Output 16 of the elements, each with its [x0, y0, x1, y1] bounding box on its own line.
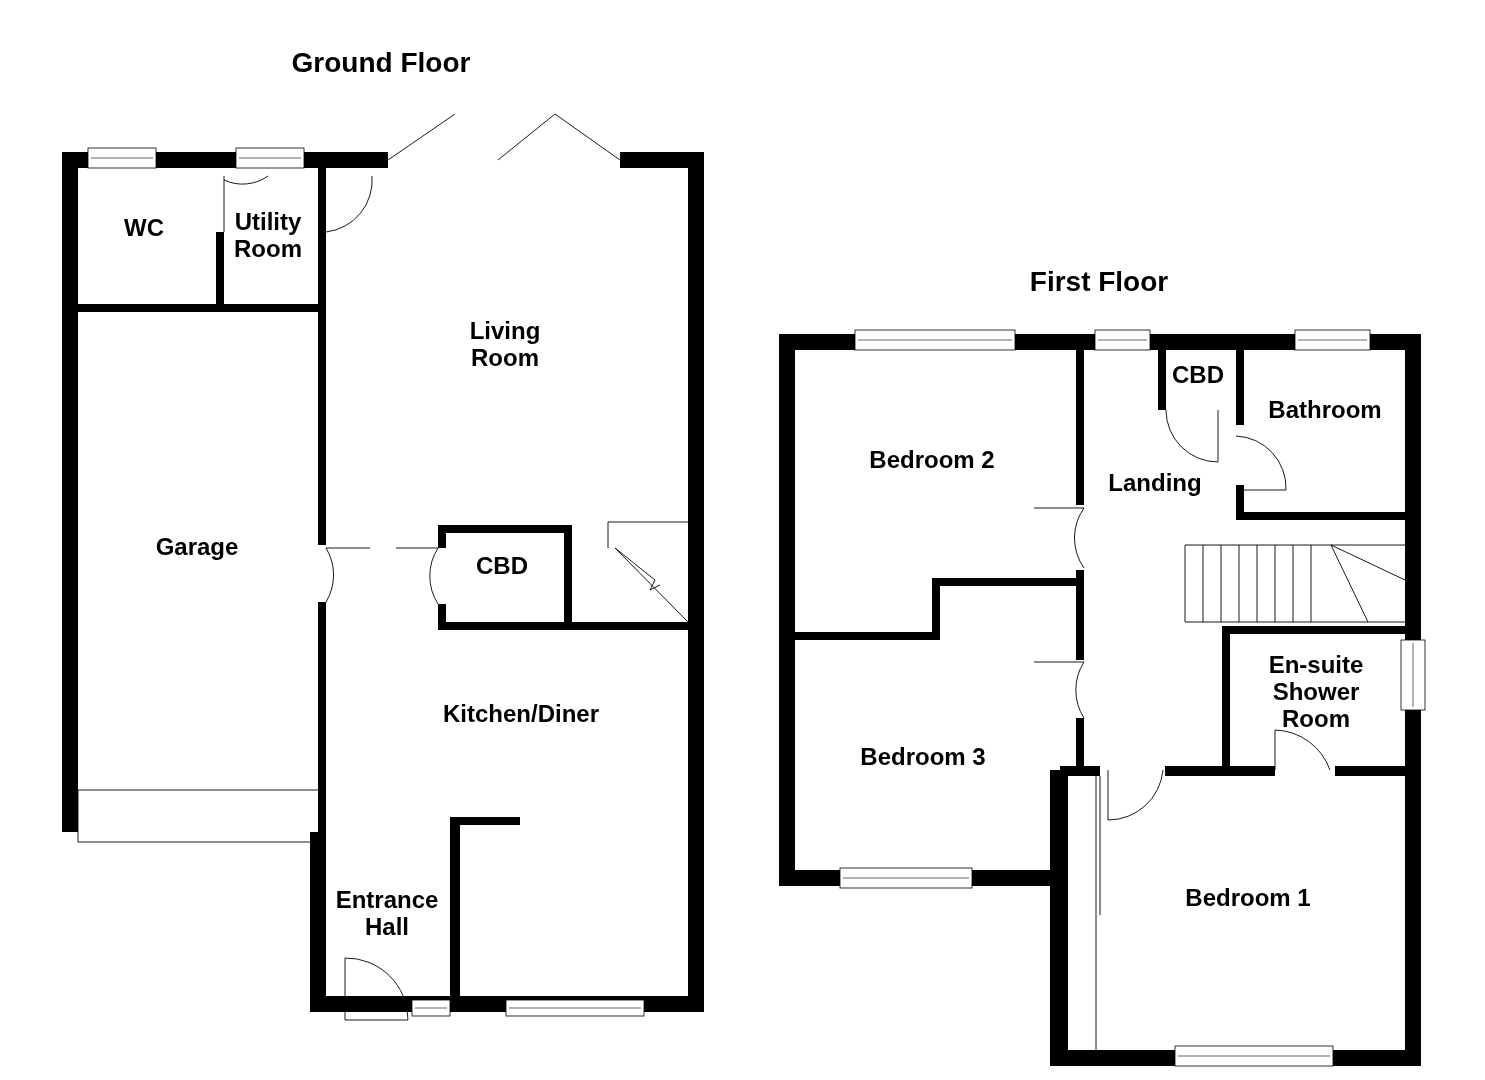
room-label: WC — [124, 214, 164, 242]
room-label: Bedroom 3 — [860, 743, 986, 771]
floor-title: First Floor — [1029, 266, 1169, 298]
room-label: Entrance Hall — [334, 885, 440, 941]
room-label: Bathroom — [1268, 396, 1382, 424]
room-label: Bedroom 2 — [869, 446, 995, 474]
room-label: CBD — [476, 552, 528, 580]
room-label: CBD — [1172, 361, 1224, 389]
room-label: Landing — [1108, 469, 1202, 497]
room-label: Living Room — [468, 316, 542, 372]
floor-title: Ground Floor — [291, 47, 471, 79]
room-label: Garage — [155, 533, 239, 561]
room-label: Bedroom 1 — [1185, 884, 1311, 912]
room-label: Utility Room — [233, 207, 303, 263]
room-label: Kitchen/Diner — [443, 700, 599, 728]
room-label: En-suite Shower Room — [1267, 651, 1365, 733]
